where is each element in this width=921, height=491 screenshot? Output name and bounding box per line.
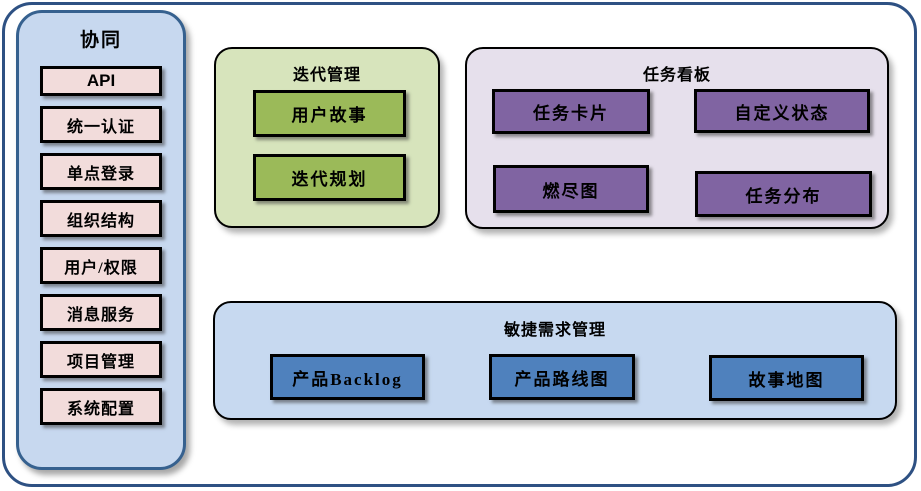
iteration-item-iteration-planning: 迭代规划 bbox=[253, 154, 406, 201]
collaboration-item-list: API 统一认证 单点登录 组织结构 用户/权限 消息服务 项目管理 系统配置 bbox=[19, 66, 183, 425]
sidebar-item-project-management: 项目管理 bbox=[40, 341, 162, 378]
collaboration-group: 协同 API 统一认证 单点登录 组织结构 用户/权限 消息服务 项目管理 系统… bbox=[16, 10, 186, 470]
kanban-item-burndown-chart: 燃尽图 bbox=[493, 165, 649, 213]
req-item-product-backlog: 产品Backlog bbox=[270, 354, 425, 400]
sidebar-item-unified-auth: 统一认证 bbox=[40, 106, 162, 143]
req-item-product-roadmap: 产品路线图 bbox=[489, 354, 635, 400]
req-item-story-map: 故事地图 bbox=[709, 355, 864, 401]
sidebar-item-org-structure: 组织结构 bbox=[40, 200, 162, 237]
kanban-item-task-distribution: 任务分布 bbox=[695, 171, 872, 217]
task-kanban-group: 任务看板 任务卡片 自定义状态 燃尽图 任务分布 bbox=[465, 47, 889, 229]
kanban-group-title: 任务看板 bbox=[642, 67, 711, 84]
kanban-item-task-card: 任务卡片 bbox=[492, 89, 650, 134]
iteration-group-title: 迭代管理 bbox=[292, 67, 361, 84]
collaboration-group-title: 协同 bbox=[79, 30, 122, 51]
sidebar-item-sso: 单点登录 bbox=[40, 153, 162, 190]
requirements-group-title: 敏捷需求管理 bbox=[503, 322, 606, 339]
sidebar-item-api: API bbox=[40, 66, 162, 96]
agile-requirements-group: 敏捷需求管理 产品Backlog 产品路线图 故事地图 bbox=[213, 301, 897, 420]
iteration-item-user-story: 用户故事 bbox=[253, 90, 406, 137]
sidebar-item-message-service: 消息服务 bbox=[40, 294, 162, 331]
sidebar-item-system-config: 系统配置 bbox=[40, 388, 162, 425]
iteration-management-group: 迭代管理 用户故事 迭代规划 bbox=[214, 47, 440, 228]
kanban-item-custom-status: 自定义状态 bbox=[694, 89, 870, 133]
sidebar-item-user-permission: 用户/权限 bbox=[40, 247, 162, 284]
